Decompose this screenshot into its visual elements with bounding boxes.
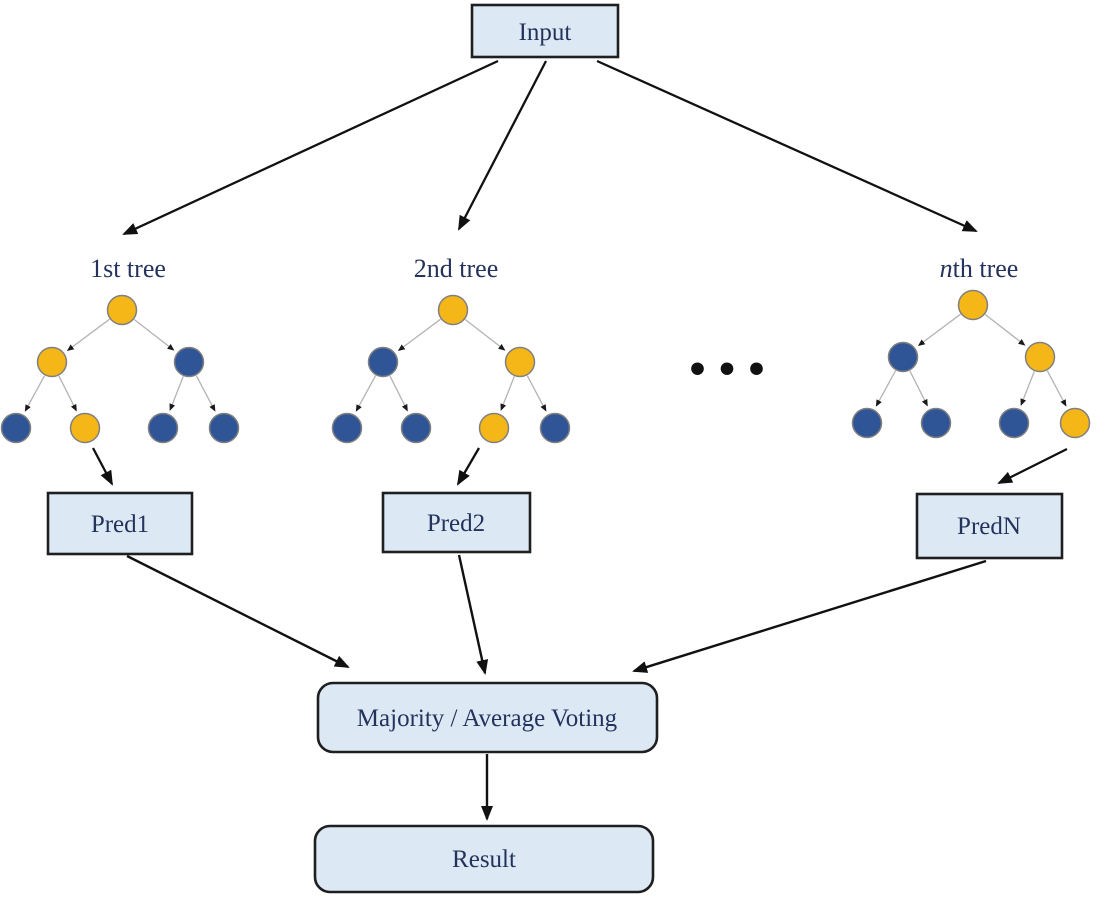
tree-node-yellow [106, 294, 138, 326]
input-box: Input [470, 3, 620, 59]
tree-node-blue [208, 412, 240, 444]
predN-box: PredN [915, 492, 1064, 560]
pred1-box-rect [46, 491, 194, 556]
tree-node-blue [851, 407, 883, 439]
predN-box-label: PredN [957, 513, 1021, 540]
arrow-input-to-treeN [596, 59, 978, 233]
pred2-box: Pred2 [381, 491, 532, 554]
tree-edge [355, 375, 377, 412]
tree-node-yellow [69, 412, 101, 444]
tree-n [851, 289, 1091, 439]
tree-edge [875, 370, 897, 407]
tree-node-blue [400, 412, 432, 444]
input-box-label: Input [519, 19, 572, 46]
tree-edge [24, 375, 46, 412]
result-box: Result [313, 824, 655, 894]
tree-node-blue [173, 346, 205, 378]
tree2-label: 2nd tree [414, 254, 498, 283]
tree-node-yellow [957, 289, 989, 321]
pred1-box-label: Pred1 [91, 511, 149, 538]
tree-node-blue [920, 407, 952, 439]
voting-box: Majority / Average Voting [316, 681, 659, 754]
result-box-label: Result [452, 846, 516, 873]
arrow-predN-to-voting [632, 559, 987, 673]
tree-edge [66, 318, 110, 351]
input-box-rect [470, 3, 620, 59]
tree-node-blue [0, 412, 32, 444]
tree-edge [917, 313, 961, 346]
tree-node-yellow [1059, 407, 1091, 439]
predN-box-rect [915, 492, 1064, 560]
arrow-input-to-tree1 [122, 59, 499, 236]
tree-edge [133, 318, 175, 351]
tree-node-blue [147, 412, 179, 444]
tree1-label: 1st tree [90, 254, 166, 283]
pred1-box: Pred1 [46, 491, 194, 556]
tree-edge [984, 313, 1026, 346]
tree-edge [526, 375, 547, 412]
tree-edge [1020, 371, 1035, 406]
tree-edge [909, 370, 928, 407]
tree-edge [500, 376, 515, 411]
tree-edge [169, 376, 184, 411]
pred2-box-label: Pred2 [427, 510, 485, 537]
tree-2 [331, 294, 571, 444]
tree-node-yellow [1024, 341, 1056, 373]
tree-node-blue [998, 407, 1030, 439]
tree-node-yellow [437, 294, 469, 326]
arrow-input-to-tree2 [457, 60, 548, 231]
arrow-tree1-to-pred1 [91, 447, 114, 486]
tree-node-yellow [478, 412, 510, 444]
tree-node-blue [887, 341, 919, 373]
pred2-box-rect [381, 491, 532, 554]
arrow-treeN-to-predN [997, 447, 1068, 485]
treeN-label: nth tree [940, 254, 1019, 283]
tree-node-blue [539, 412, 571, 444]
tree-node-blue [367, 346, 399, 378]
tree-edge [1046, 370, 1067, 407]
tree-edge [389, 375, 408, 412]
tree-1 [0, 294, 240, 444]
tree-node-yellow [504, 346, 536, 378]
result-box-rect [313, 824, 655, 894]
tree-node-blue [331, 412, 363, 444]
more-trees-ellipsis: ••• [686, 350, 775, 391]
voting-box-label: Majority / Average Voting [357, 705, 618, 732]
arrow-pred1-to-voting [126, 554, 350, 669]
tree-edge [195, 375, 216, 412]
tree-edge [58, 375, 77, 412]
tree-edge [464, 318, 506, 351]
tree-edge [397, 318, 441, 351]
arrow-tree2-to-pred2 [456, 447, 480, 486]
arrow-pred2-to-voting [457, 554, 489, 675]
tree-node-yellow [36, 346, 68, 378]
voting-box-rect [316, 681, 659, 754]
